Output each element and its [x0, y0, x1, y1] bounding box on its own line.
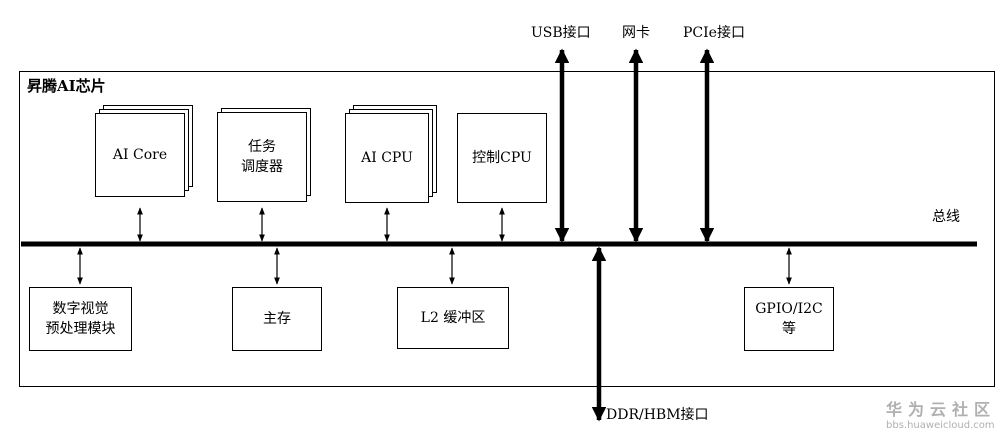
ai-core-box: AI Core [95, 113, 185, 197]
task-scheduler-line1: 任务 [248, 139, 276, 155]
ai-core-label: AI Core [112, 147, 168, 163]
gpio-line2: 等 [781, 321, 796, 337]
pcie-interface-label: PCIe接口 [683, 25, 745, 41]
l2-buffer-label: L2 缓冲区 [420, 310, 486, 326]
nic-label: 网卡 [622, 25, 650, 41]
bus-label: 总线 [932, 209, 960, 225]
task-scheduler-line2: 调度器 [241, 159, 283, 175]
dvpp-box: 数字视觉 预处理模块 [29, 287, 132, 351]
ai-cpu-label: AI CPU [361, 150, 413, 166]
watermark-main: 华为云社区 [886, 400, 997, 419]
ddr-hbm-interface-label: DDR/HBM接口 [606, 407, 709, 423]
chip-title: 昇腾AI芯片 [27, 77, 106, 95]
usb-interface-label: USB接口 [531, 25, 591, 41]
dvpp-line1: 数字视觉 [52, 301, 109, 317]
watermark-sub: bbs.huaweicloud.com [886, 420, 995, 431]
chip-boundary [19, 71, 995, 387]
ai-cpu-box: AI CPU [345, 113, 429, 203]
control-cpu-box: 控制CPU [457, 113, 547, 203]
task-scheduler-box: 任务 调度器 [217, 112, 307, 202]
l2-buffer-box: L2 缓冲区 [397, 287, 509, 349]
main-memory-box: 主存 [232, 287, 322, 351]
watermark: 华为云社区 bbs.huaweicloud.com [886, 396, 996, 431]
gpio-i2c-box: GPIO/I2C 等 [744, 287, 834, 351]
gpio-line1: GPIO/I2C [755, 301, 823, 317]
control-cpu-label: 控制CPU [472, 150, 532, 166]
main-memory-label: 主存 [263, 311, 291, 327]
dvpp-line2: 预处理模块 [45, 321, 116, 337]
